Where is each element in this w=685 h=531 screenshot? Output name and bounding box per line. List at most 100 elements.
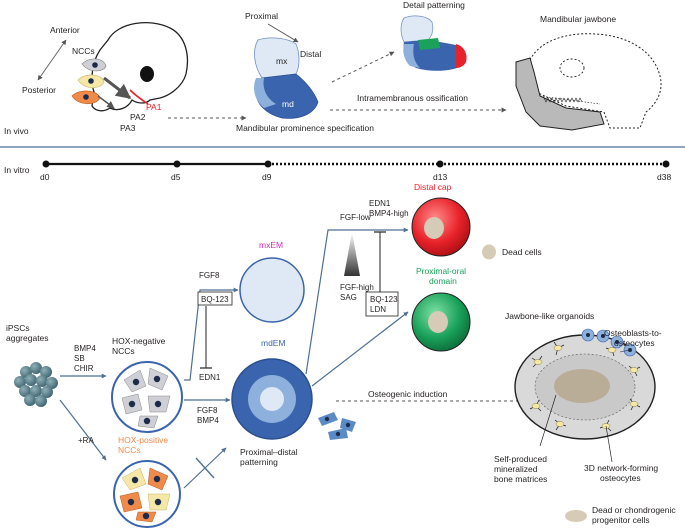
hox-neg-label-line2: NCCs [112,346,135,356]
pa2-label: PA2 [130,112,146,122]
dead-cells-label: Dead cells [502,247,542,257]
timeline-day-d9: d9 [262,172,272,182]
posterior-label: Posterior [22,85,56,95]
arrow-to-detail [331,51,395,83]
progenitor-label-line2: progenitor cells [592,515,650,525]
timeline-day-d5: d5 [171,172,181,182]
distal-label: Distal [300,49,321,59]
timeline-dot-d9 [264,160,272,168]
timeline-dot-d5 [173,160,181,168]
prominence-caption: Mandibular prominence specification [236,123,374,133]
skull-illustration [515,33,662,131]
proximal-distal-arrow [267,23,299,43]
detail-patterning-shape [400,15,467,71]
migration-arrow-pa2 [97,95,115,109]
timeline-dot-d38 [662,160,670,168]
timeline: In vitro d0 d5 d9 d13 d38 [4,160,671,182]
hox-negative-nccs [111,361,183,433]
bq123-top-label: BQ-123 [201,295,229,304]
in-vitro-panel: iPSCs aggregates BMP4 SB CHIR +RA HOX-ne… [6,182,676,528]
fgf-gradient-triangle [344,232,360,276]
mxem-label: mxEM [259,240,283,250]
hox-neg-label-line1: HOX-negative [112,336,166,346]
arrow-mdem-to-distal-cap [305,227,409,375]
progenitor-label-line1: Dead or chondrogenic [592,505,676,515]
proximal-oral-dead-core [428,311,448,333]
edn1-mid-label: EDN1 [199,373,221,382]
dead-cells-swatch [482,244,496,260]
network-label-line2: osteocytes [600,473,641,483]
hox-pos-label-line1: HOX-positive [118,435,168,445]
mdem-organoid [231,358,313,440]
distal-cap-dead-core [424,217,444,239]
bq123-right-label: BQ-123 [370,295,398,304]
ra-label: +RA [78,436,94,445]
osteoblasts-pointer [619,349,631,353]
distal-cap-label: Distal cap [414,182,452,192]
chir-label: CHIR [74,364,94,373]
ldn-label: LDN [370,305,386,314]
bmp4-high-label: BMP4-high [369,209,409,218]
bq123-top-box [197,291,233,306]
proximal-oral-label-line2: domain [429,276,457,286]
pa3-label: PA3 [120,123,136,133]
ipsc-label-line2: aggregates [6,333,49,343]
bmp4-mid-label: BMP4 [197,416,219,425]
pa1-arch [129,89,149,105]
bq123-ldn-box [365,291,399,317]
in-vitro-label: In vitro [4,165,30,175]
nccs-label: NCCs [72,46,95,56]
fgf8-top-label: FGF8 [199,271,220,280]
proximal-oral-label-line1: Proximal-oral [416,266,466,276]
hox-positive-nccs [113,460,181,528]
ncc-clusters [71,58,107,105]
block-cross [195,457,215,479]
progenitor-swatch [565,510,587,522]
md-label: md [282,99,294,109]
sb-label: SB [74,354,85,363]
osteoblasts-label-line1: Osteoblasts-to- [604,328,662,338]
mxem-organoid [239,257,305,323]
osteogenic-label: Osteogenic induction [368,389,448,399]
jawbone-title: Mandibular jawbone [540,14,616,24]
network-label-line1: 3D network-forming [584,463,658,473]
timeline-day-d13: d13 [433,172,447,182]
pa1-label: PA1 [146,102,162,112]
osteoblasts-label-line2: osteocytes [614,338,655,348]
timeline-dot-d13 [436,160,444,168]
migration-arrow-pa1 [103,76,132,100]
ipsc-aggregate [14,362,58,407]
matrix-pointer [539,394,557,447]
arrow-ipsc-to-hoxpos [59,399,107,461]
timeline-dot-d0 [42,160,50,168]
intramembranous-label: Intramembranous ossification [357,93,468,103]
in-vivo-label: In vivo [4,126,29,136]
pd-label-line1: Proximal–distal [240,447,298,457]
matrix-label-line3: bone matrices [494,474,547,484]
jawbone-organoids-label: Jawbone-like organoids [505,311,594,321]
ipsc-label-line1: iPSCs [6,323,30,333]
fgf-high-label: FGF-high [340,283,374,292]
anterior-label: Anterior [50,25,80,35]
pd-label-line2: patterning [240,457,278,467]
in-vivo-panel: Anterior Posterior NCCs PA1 PA2 PA3 In v… [4,0,662,136]
sag-label: SAG [340,293,357,302]
bmp4-label: BMP4 [74,344,96,353]
timeline-day-d38: d38 [657,172,671,182]
fgf-low-label: FGF-low [340,213,371,222]
mx-label: mx [276,56,288,66]
fgf8-mid-label: FGF8 [197,406,218,415]
proximal-label: Proximal [245,11,278,21]
timeline-day-d0: d0 [40,172,50,182]
matrix-label-line2: mineralized [494,464,538,474]
jawbone-organoid [514,328,656,440]
ap-axis-arrow [37,39,67,81]
mandibular-prominence [254,37,319,119]
arrow-hoxneg-to-mxem [184,287,239,381]
hox-pos-label-line2: NCCs [118,445,141,455]
mdem-label: mdEM [261,338,286,348]
embryo-eye [140,66,154,82]
matrix-label-line1: Self-produced [494,454,547,464]
arrow-mdem-to-proximal-oral [311,311,409,387]
